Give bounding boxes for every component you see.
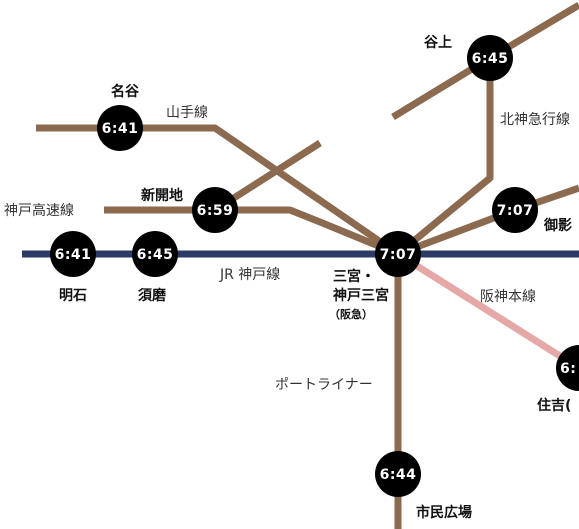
station-time: 6:45 [472,51,509,67]
station-suma[interactable]: 6:45 須磨 [132,231,178,304]
station-sannomiya[interactable]: 7:07 三宮・ 神戸三宮 （阪急） [329,231,421,321]
hokushin-line [395,58,494,257]
station-name: 名谷 [111,83,140,100]
hokushin-line-label: 北神急行線 [500,112,570,128]
station-myodani[interactable]: 6:41 名谷 [97,83,143,151]
station-name: 明石 [59,288,87,304]
station-sumiyoshi[interactable]: 6: 住吉( [537,345,579,414]
yamate-line [36,124,400,257]
station-time: 7:07 [380,247,417,263]
station-time: 6: [560,361,576,377]
station-name: 住吉( [537,397,571,414]
jr-kobe-line-label: JR 神戸線 [219,267,280,283]
station-name: 須磨 [137,287,167,304]
port-liner-line-label: ポートライナー [275,377,373,393]
kobe-kosoku-line-label: 神戸高速線 [4,202,74,219]
station-time: 6:41 [102,121,139,137]
station-shinkaichi[interactable]: 6:59 新開地 [141,187,238,233]
station-time: 6:44 [380,467,417,483]
station-mikage[interactable]: 7:07 御影 [492,187,572,234]
kobe-kosoku-line [104,206,400,258]
station-time: 6:59 [197,203,234,219]
station-time: 6:45 [137,247,174,263]
station-time: 6:41 [55,247,92,263]
hanshin-line [396,251,579,371]
station-name: 谷上 [424,35,452,51]
station-name-1: 三宮・ [333,268,375,285]
station-name: 市民広場 [416,504,472,521]
station-akashi[interactable]: 6:41 明石 [50,231,96,304]
station-name: 御影 [543,217,572,234]
station-tanigami[interactable]: 6:45 谷上 [424,35,513,81]
station-name-2: 神戸三宮 [333,287,389,304]
hanshin-line-label: 阪神本線 [480,289,536,305]
yamate-line-label: 山手線 [166,105,208,121]
station-shimin-hiroba[interactable]: 6:44 市民広場 [375,451,472,521]
station-time: 7:07 [497,203,534,219]
station-sub: （阪急） [329,307,373,321]
station-name: 新開地 [141,187,183,204]
